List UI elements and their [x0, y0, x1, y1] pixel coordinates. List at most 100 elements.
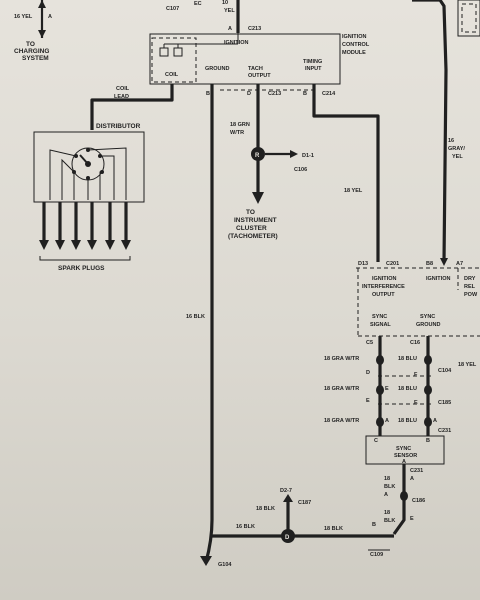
connector-c231-top: C231 [438, 428, 451, 434]
pin-f: F [414, 372, 418, 378]
connector-c104: C104 [438, 368, 452, 374]
arrow-down-icon [38, 30, 46, 38]
charging-label-1: TO [26, 41, 35, 48]
pin-e-l2: E [366, 398, 370, 404]
pin-label: A [48, 14, 52, 20]
sensor-pin-b-bottom: B [372, 522, 376, 528]
instrument-label-2: INSTRUMENT [234, 217, 277, 224]
connector-c214: C214 [322, 91, 336, 97]
gray-yel-label-1: 16 [448, 138, 454, 144]
connector-c213-top: C213 [248, 26, 261, 32]
right-edge-box [457, 0, 480, 37]
gra-label-2: 18 GRA W/TR [324, 386, 359, 392]
icm-ignition-label: IGNITION [224, 40, 248, 46]
pin-a-label: A [228, 26, 232, 32]
sensor-pin-b: B [426, 438, 430, 444]
arrow-down-icon [252, 192, 264, 204]
distributor: DISTRIBUTOR [33, 123, 145, 203]
icm-coil-label: COIL [165, 72, 179, 78]
distributor-leads [49, 147, 127, 200]
distributor-box [33, 131, 145, 203]
pin-d13: D13 [358, 261, 368, 267]
instrument-label-3: CLUSTER [236, 225, 267, 232]
spark-plug-wires [39, 202, 131, 250]
wire-16-blk-ground [204, 84, 214, 563]
pin-e-r2: E [414, 400, 418, 406]
gra-label-1: 18 GRA W/TR [324, 356, 359, 362]
icm-timing-label: TIMING [303, 59, 322, 65]
ground-g104: G104 [218, 562, 232, 568]
blu-label-3: 18 BLU [398, 418, 417, 424]
sensor-blk-5: BLK [384, 518, 395, 524]
instrument-label-4: (TACHOMETER) [228, 233, 278, 240]
icm-box [149, 33, 341, 85]
coil-symbol-icon [159, 47, 183, 57]
bottom-blk-label-3: 18 BLK [324, 526, 343, 532]
pin-a7: A7 [456, 261, 463, 267]
arrow-down-icon [87, 240, 97, 250]
icm-input-label: INPUT [305, 66, 322, 72]
sync-signal-1: SYNC [372, 314, 387, 320]
tach-wire-label-1: 18 GRN [230, 122, 250, 128]
splice-d-letter: D [285, 535, 290, 541]
block-rel: REL [464, 284, 476, 290]
ref-d2-7: D2-7 [280, 488, 292, 494]
wire-top-color: 10 [222, 0, 228, 6]
arrow-down-icon [39, 240, 49, 250]
arrow-down-icon [121, 240, 131, 250]
blu-label-1: 18 BLU [398, 356, 417, 362]
sensor-blk-3: A [384, 492, 388, 498]
icm-title-1: IGNITION [342, 34, 366, 40]
block-title-1: IGNITION [372, 276, 396, 282]
connector-c231-bottom: C231 [410, 468, 423, 474]
gray-yel-label-2: GRAY/ [448, 146, 465, 152]
connector-c213-mid: C213 [268, 91, 281, 97]
block-pow: POW [464, 292, 478, 298]
connector-c185: C185 [438, 400, 451, 406]
coil-lead-label-1: COIL [116, 86, 130, 92]
connector-c106: C106 [294, 167, 307, 173]
ground-wire-label: 16 BLK [186, 314, 205, 320]
sensor-blk-4: 18 [384, 510, 390, 516]
pin-a-l3: A [385, 418, 389, 424]
sensor-blk-e: E [410, 516, 414, 522]
pin-b8: B8 [426, 261, 433, 267]
block-title-3: OUTPUT [372, 292, 395, 298]
bottom-blk-label-1: 18 BLK [256, 506, 275, 512]
ignition-interference-block: D13 C201 B8 A7 IGNITION INTERFERENCE OUT… [356, 261, 480, 337]
connector-c109: C109 [370, 552, 383, 558]
sensor-blk-a: A [410, 476, 414, 482]
connector-c201: C201 [386, 261, 399, 267]
arrow-down-icon [71, 240, 81, 250]
pin-c5: C5 [366, 340, 373, 346]
wire-18-yel-timing [312, 84, 380, 262]
arrow-up-icon [38, 0, 46, 8]
connector-c16: C16 [410, 340, 420, 346]
instrument-label-1: TO [246, 209, 255, 216]
coil-lead-label-2: LEAD [114, 94, 129, 100]
block-dry: DRY [464, 276, 476, 282]
icm-tach-label: TACH [248, 66, 263, 72]
arrow-down-icon [440, 258, 448, 266]
rotor-arm [79, 154, 89, 165]
gray-yel-label-3: YEL [452, 154, 463, 160]
block-title-2: INTERFERENCE [362, 284, 405, 290]
tach-wire-label-2: W/TR [230, 130, 244, 136]
arrow-up-icon [283, 494, 293, 502]
icm-title-2: CONTROL [342, 42, 370, 48]
icm-ground-label: GROUND [205, 66, 229, 72]
gra-label-3: 18 GRA W/TR [324, 418, 359, 424]
wire-16-gray-yel [412, 0, 448, 263]
icm-coil-section [151, 37, 197, 83]
wire-coil-lead [90, 84, 174, 130]
splice-r-letter: R [255, 153, 260, 159]
arrow-down-icon [105, 240, 115, 250]
charging-label-2: CHARGING [14, 48, 49, 55]
right-18-yel: 18 YEL [458, 362, 477, 368]
connector-c107-top: C107 [166, 6, 179, 12]
timing-wire-label: 18 YEL [344, 188, 363, 194]
bottom-blk-label-2: 16 BLK [236, 524, 255, 530]
sensor-pin-a: A [402, 459, 406, 465]
wire-18-blk-sensor [392, 464, 406, 535]
